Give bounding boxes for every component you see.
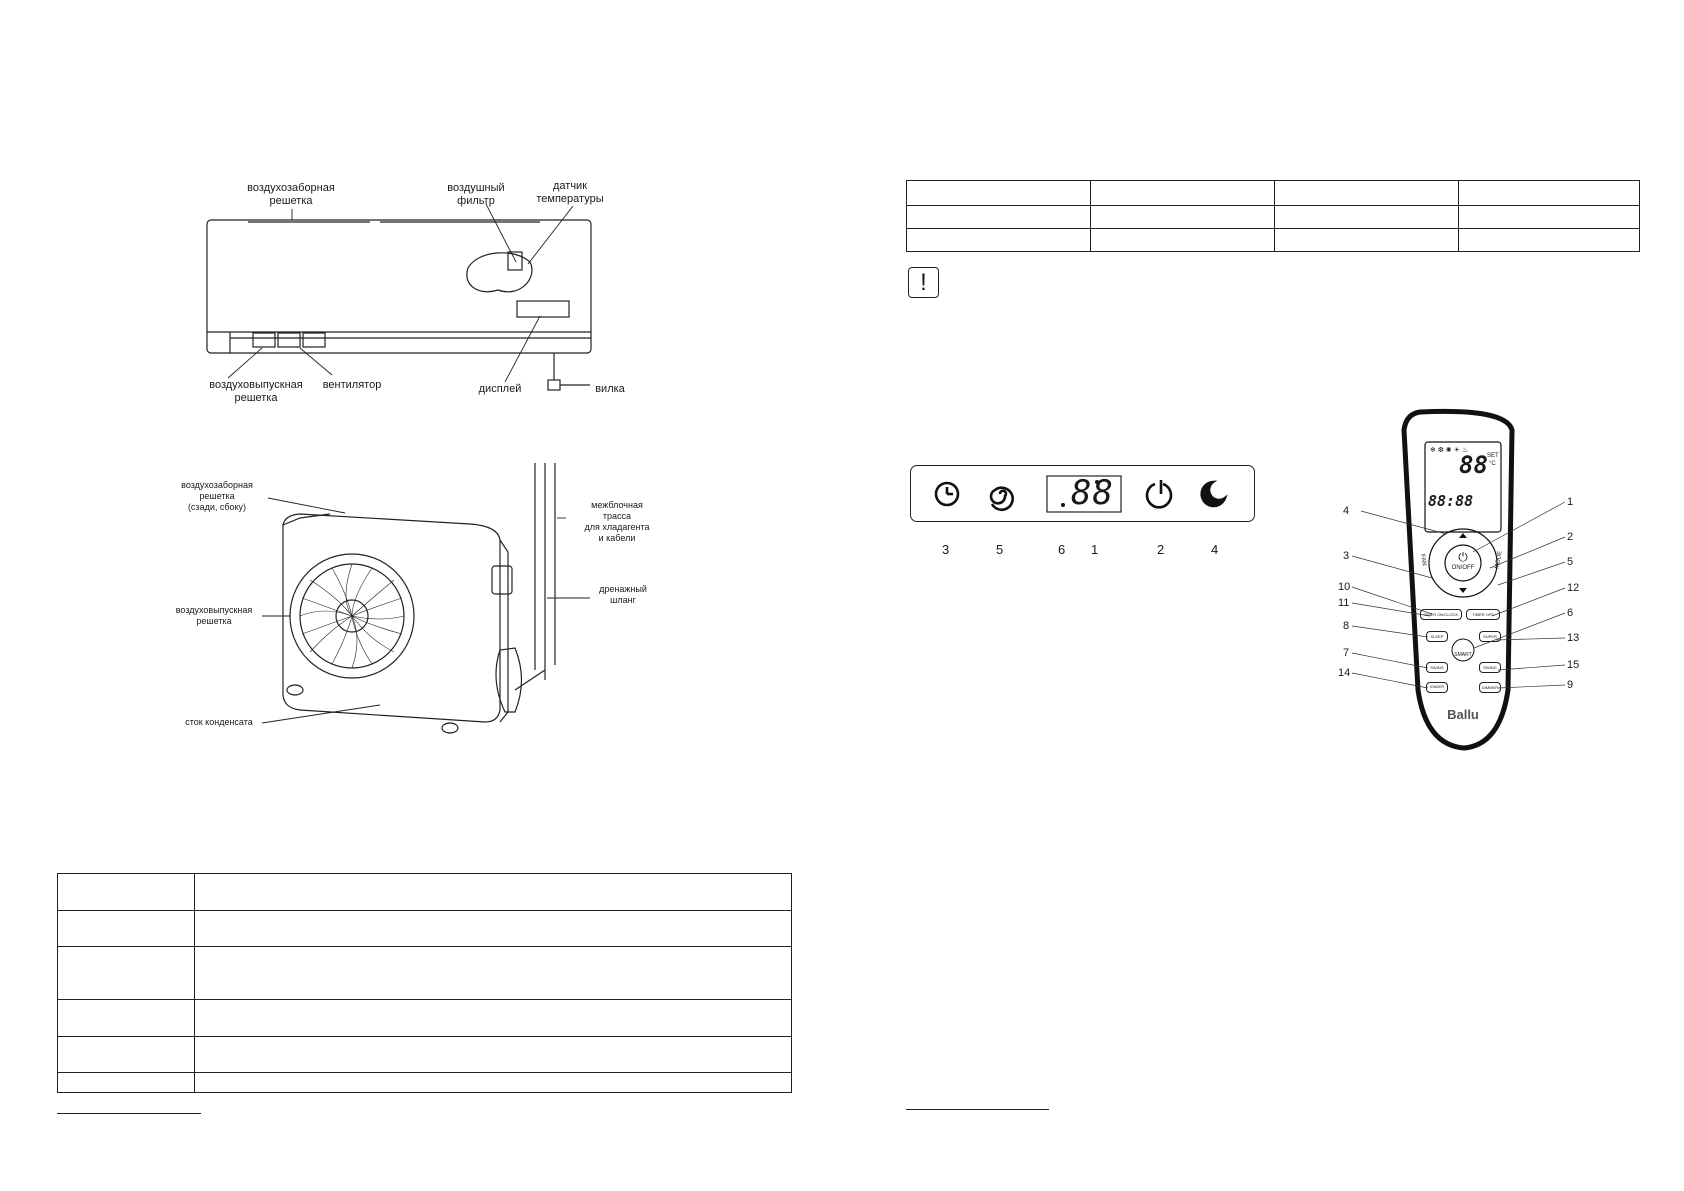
footnote-rule-left: [57, 1113, 201, 1114]
label-fan: вентилятор: [322, 379, 382, 391]
segment-window: [1046, 475, 1122, 513]
remote-lcd-set: SET: [1487, 453, 1499, 459]
callout-1: 1: [1091, 542, 1099, 557]
callout-2: 2: [1157, 542, 1165, 557]
label-air-filter: воздушный фильтр: [447, 182, 505, 207]
label-temp-sensor: датчик температуры: [536, 180, 604, 205]
label-outdoor-outlet-grille: воздуховыпускная решетка: [175, 605, 253, 626]
label-outlet-grille: воздуховыпускная решетка: [209, 379, 303, 404]
callout-4: 4: [1211, 542, 1219, 557]
table-row: [906, 205, 1640, 229]
remote-sleep-button[interactable]: SLEEP: [1426, 631, 1448, 642]
label-drain-hose: дренажный шланг: [599, 584, 647, 605]
remote-lcd-clock: 88:88: [1428, 492, 1474, 510]
remote-callout-12: 12: [1567, 582, 1580, 594]
table-row: [57, 1072, 792, 1093]
table-row: [906, 228, 1640, 252]
callout-3: 3: [942, 542, 950, 557]
remote-ionizer-button[interactable]: IONIZER: [1426, 682, 1448, 693]
remote-lcd-temp: 88: [1459, 451, 1488, 479]
remote-callout-6: 6: [1567, 607, 1574, 619]
remote-callout-5: 5: [1567, 556, 1574, 568]
table-row: [57, 910, 792, 947]
table-row: [57, 946, 792, 1000]
remote-callout-8: 8: [1343, 620, 1350, 632]
remote-callout-4: 4: [1343, 505, 1350, 517]
label-plug: вилка: [595, 383, 625, 395]
label-outdoor-intake-grille: воздухозаборная решетка (сзади, сбоку): [181, 480, 253, 512]
callout-5: 5: [996, 542, 1004, 557]
remote-on-off-button[interactable]: ON/OFF: [1451, 565, 1475, 571]
remote-callout-10: 10: [1338, 581, 1351, 593]
remote-brand-logo: Ballu: [1447, 707, 1479, 722]
segment-display: 88: [1071, 473, 1114, 513]
warning-icon: !: [908, 267, 939, 298]
remote-callout-7: 7: [1343, 647, 1350, 659]
remote-swing-v-button[interactable]: SWING: [1426, 662, 1448, 673]
remote-lcd-icons: ❄❆✺☀♨: [1430, 447, 1471, 454]
remote-callout-14: 14: [1338, 667, 1351, 679]
remote-smart-button[interactable]: SMART: [1454, 652, 1472, 658]
label-interblock-route: межблочная трасса для хладагента и кабел…: [584, 500, 650, 543]
remote-callout-2: 2: [1567, 531, 1574, 543]
remote-lcd-unit: °C: [1489, 461, 1496, 467]
remote-swing-h-button[interactable]: SWING: [1479, 662, 1501, 673]
remote-callout-11: 11: [1338, 597, 1350, 609]
remote-timer-on-button[interactable]: TIMER ON/CLOCK: [1420, 609, 1462, 620]
power-icon: [1145, 482, 1173, 509]
swirl-icon: [989, 486, 1014, 511]
remote-dimmer-button[interactable]: DIMMER: [1479, 682, 1501, 693]
remote-timer-off-button[interactable]: TIMER OFF: [1466, 609, 1500, 620]
callout-6: 6: [1058, 542, 1066, 557]
remote-super-button[interactable]: SUPER: [1479, 631, 1501, 642]
remote-callout-13: 13: [1567, 632, 1580, 644]
timer-icon: [934, 481, 960, 507]
label-condensate-drain: сток конденсата: [185, 717, 253, 727]
sleep-icon: [1200, 480, 1228, 508]
right-table: [906, 180, 1640, 252]
footnote-rule-right: [906, 1109, 1049, 1110]
remote-callout-9: 9: [1567, 679, 1574, 691]
display-panel: [910, 465, 1255, 522]
remote-callout-1: 1: [1567, 496, 1574, 508]
remote-callout-15: 15: [1567, 659, 1580, 671]
table-row: [57, 999, 792, 1037]
remote-callout-3: 3: [1343, 550, 1350, 562]
power-icon: ⏻: [1458, 550, 1468, 564]
left-table: [57, 873, 792, 1093]
label-intake-grille: воздухозаборная решетка: [247, 182, 335, 207]
label-display: дисплей: [478, 383, 522, 395]
